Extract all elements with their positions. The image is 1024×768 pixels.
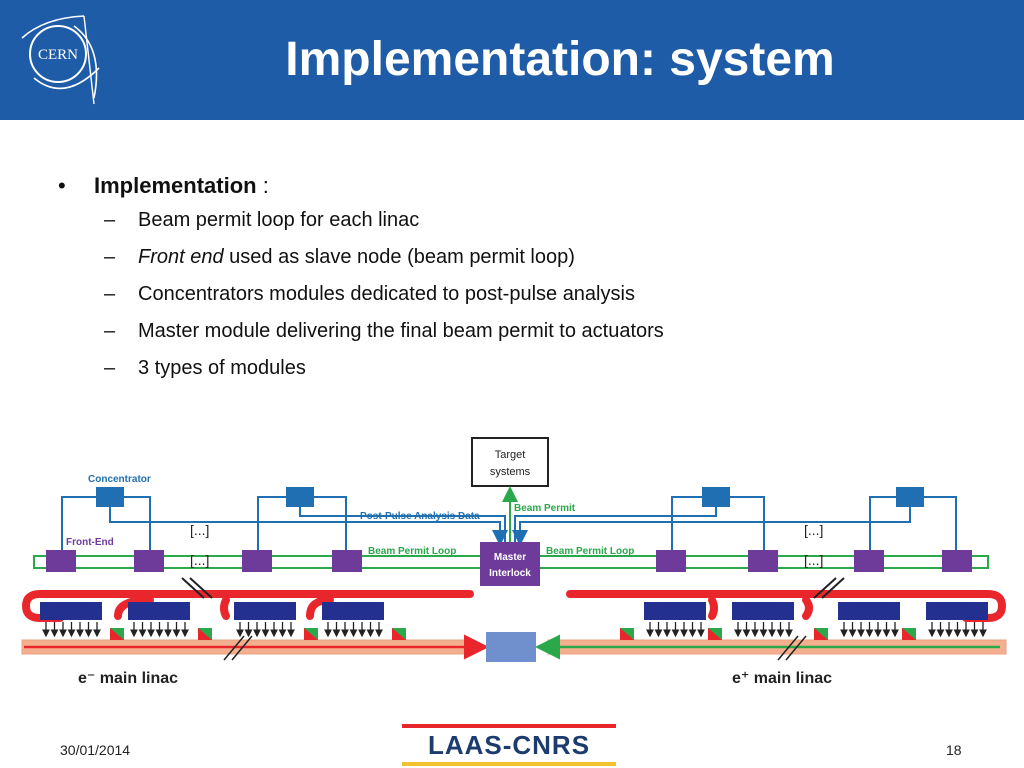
sub-bullet: – 3 types of modules [104,357,306,379]
bullet-list: • Implementation : – Beam permit loop fo… [58,170,664,387]
bpm-marker-red [708,628,722,640]
ellipsis-marker: [...] [190,522,209,538]
front-end-modules [46,550,972,572]
ellipsis-marker: [...] [804,522,823,538]
bpm-marker-red [814,628,828,640]
sub-bullet-emphasis: Front end [138,246,224,268]
concentrator-module [671,487,765,552]
bullet-main: • Implementation : [58,170,664,202]
concentrator-module [869,487,957,552]
linac-cabling [21,590,1007,622]
laas-cnrs-logo: LAAS-CNRS [402,724,616,766]
bullet-main-suffix: : [256,173,269,198]
sub-bullet: – Front end used as slave node (beam per… [104,246,575,268]
bpm-marker-red [304,628,318,640]
slide-title: Implementation: system [285,33,835,86]
concentrator-label: Concentrator [88,474,151,485]
ellipsis-marker: [...] [190,552,209,568]
detector-modules [40,602,988,638]
e-minus-linac-label: e⁻ main linac [78,670,178,687]
cern-logo-text: CERN [38,47,78,63]
concentrator-module [257,487,347,552]
bpm-marker-red [392,628,406,640]
bpm-marker-red [620,628,634,640]
bullet-main-label: Implementation [94,173,257,198]
sub-bullet-text: Concentrators modules dedicated to post-… [138,283,635,305]
laas-cnrs-text: LAAS-CNRS [428,730,590,760]
master-label-2: Interlock [489,568,531,579]
sub-bullet: – Master module delivering the final bea… [104,320,664,342]
beam-position-markers [110,628,916,640]
interaction-point [486,632,536,662]
bullet-dot: • [58,173,66,198]
master-label-1: Master [494,552,526,563]
cern-logo: CERN [21,15,100,105]
sub-bullet: – Concentrators modules dedicated to pos… [104,283,635,305]
sub-bullet: – Beam permit loop for each linac [104,209,420,231]
master-interlock-box: Master Interlock [480,542,540,586]
beam-permit-loop-label-left: Beam Permit Loop [368,546,456,557]
bpm-marker-red [902,628,916,640]
front-end-label: Front-End [66,537,114,548]
e-plus-linac-label: e⁺ main linac [732,670,832,687]
page-number: 18 [946,742,962,758]
beam-permit-loop-label-right: Beam Permit Loop [546,546,634,557]
concentrator-module [61,487,151,552]
sub-bullet-text: used as slave node (beam permit loop) [223,246,575,268]
ellipsis-marker: [...] [804,552,823,568]
post-pulse-label: Post-Pulse Analysis Data [360,511,480,522]
beam-permit-label: Beam Permit [514,503,576,514]
system-diagram: Target systems Beam Permit Post-Pulse An… [21,437,1007,687]
footer-date: 30/01/2014 [60,742,131,758]
bpm-marker-red [110,628,124,640]
target-systems-box: Target systems [471,437,549,487]
sub-bullet-text: 3 types of modules [138,357,306,379]
sub-bullet-text: Master module delivering the final beam … [138,320,664,342]
bpm-marker-red [198,628,212,640]
target-label-2: systems [490,466,531,478]
target-label-1: Target [495,449,526,461]
sub-bullet-text: Beam permit loop for each linac [138,209,420,231]
slide-header: CERN Implementation: system [0,0,1024,120]
